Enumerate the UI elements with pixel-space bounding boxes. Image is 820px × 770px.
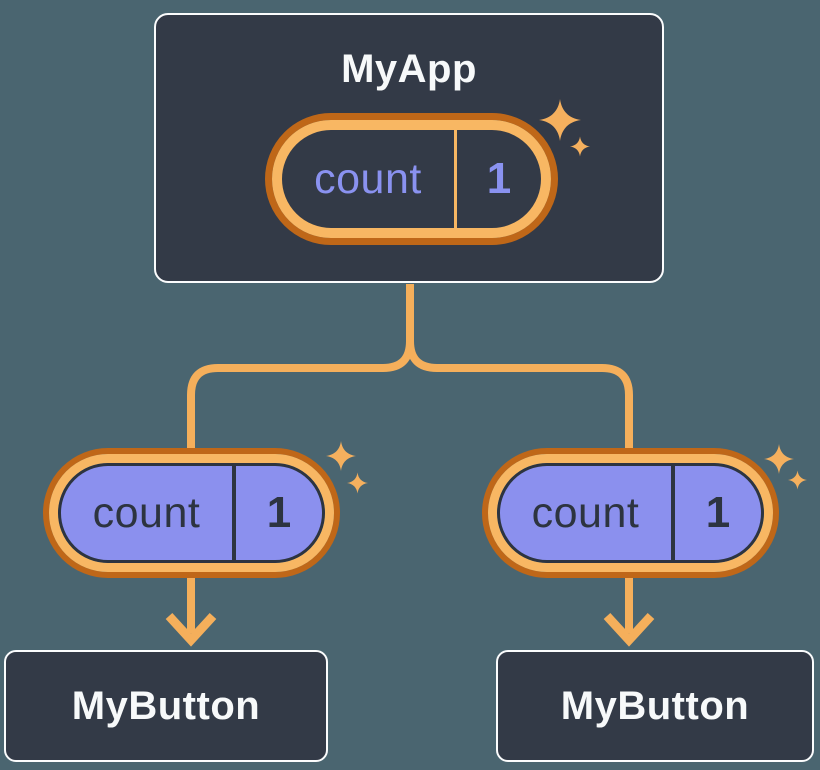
sparkle-icon (570, 136, 590, 157)
state-value: 1 (266, 488, 292, 537)
arrowhead-left-icon (165, 612, 217, 647)
state-name: count (314, 154, 422, 203)
button-component-card-left: MyButton (4, 650, 328, 762)
sparkle-icon (539, 99, 581, 141)
connector-right (406, 284, 633, 633)
state-divider (671, 466, 675, 560)
state-value: 1 (705, 488, 731, 537)
state-name: count (531, 488, 640, 537)
child-state-pill-right: count 1 (482, 448, 779, 578)
arrowhead-right-icon (603, 612, 655, 647)
component-title: MyButton (71, 683, 261, 728)
sparkle-icon (788, 470, 807, 490)
component-title: MyApp (341, 47, 477, 91)
state-divider (232, 466, 236, 560)
root-state-pill: count 1 (265, 113, 558, 245)
state-value: 1 (486, 154, 512, 203)
button-component-card-right: MyButton (496, 650, 814, 762)
state-name: count (92, 488, 201, 537)
sparkle-icon (326, 441, 356, 471)
sparkle-icon (764, 444, 794, 474)
state-divider (454, 130, 457, 228)
child-state-pill-left: count 1 (43, 448, 340, 578)
component-title: MyButton (560, 683, 750, 728)
sparkle-icon (347, 472, 368, 494)
